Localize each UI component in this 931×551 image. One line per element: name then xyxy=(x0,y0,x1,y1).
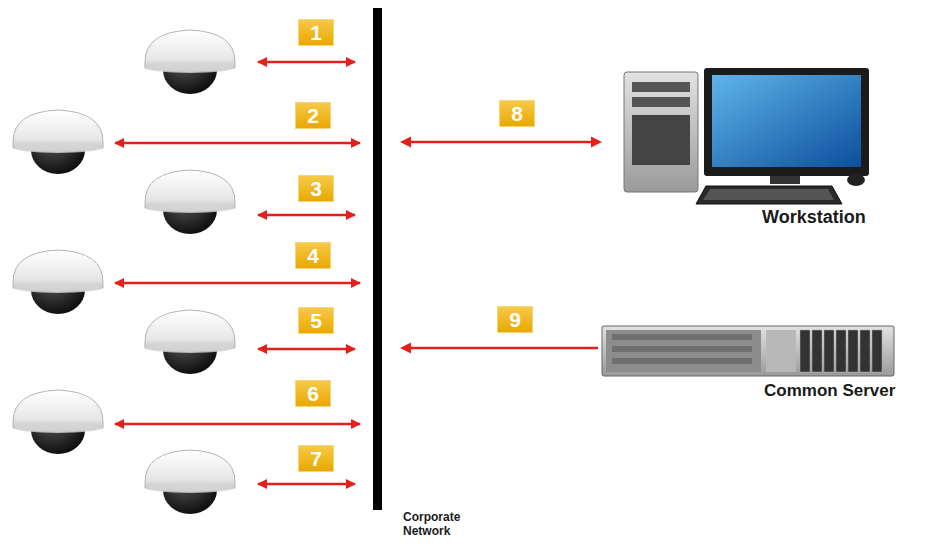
callout-number: 4 xyxy=(295,242,331,269)
callout-number: 6 xyxy=(295,380,331,407)
device-node: Workstation xyxy=(605,55,895,235)
workstation-icon xyxy=(624,68,869,204)
server-icon xyxy=(602,326,894,376)
camera-icons xyxy=(13,30,235,514)
device-node: Common Server xyxy=(600,320,905,410)
callout-number: 1 xyxy=(298,19,334,46)
callout-number: 5 xyxy=(298,307,334,334)
callout-number: 2 xyxy=(295,102,331,129)
callout-number: 3 xyxy=(298,175,334,202)
callout-number: 7 xyxy=(298,445,334,472)
network-link xyxy=(400,137,602,148)
network-bus: Corporate Network xyxy=(373,8,382,510)
network-link xyxy=(400,343,598,354)
callout-number: 8 xyxy=(499,100,535,127)
callout-number: 9 xyxy=(497,306,533,333)
node-label: Corporate Network xyxy=(403,511,487,539)
camera-links xyxy=(115,62,360,484)
node-label: Workstation xyxy=(762,207,894,228)
node-label: Common Server xyxy=(764,381,904,401)
